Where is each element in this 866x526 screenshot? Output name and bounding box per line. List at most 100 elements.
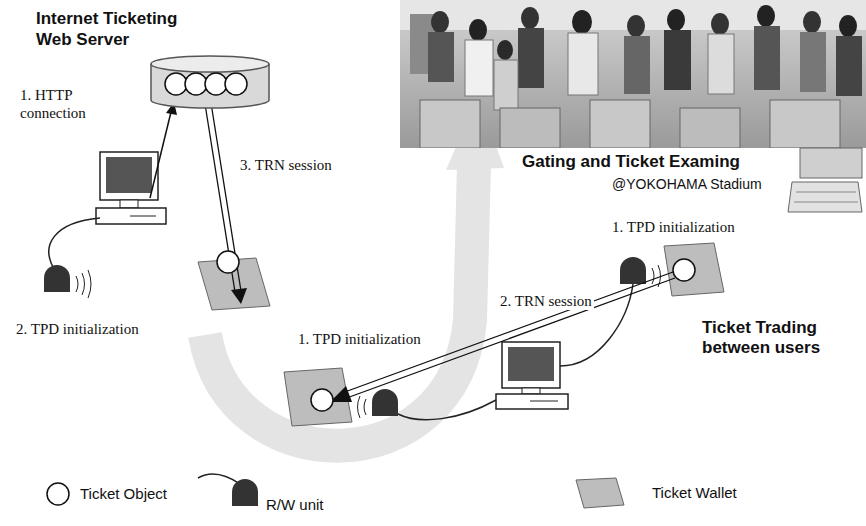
stadium-photo (494, 60, 518, 110)
legend-sample (232, 479, 258, 506)
stadium-photo (839, 15, 857, 37)
stadium-photo (431, 11, 449, 33)
trn-arrow (205, 103, 247, 304)
pc-terminal (100, 152, 158, 200)
stadium-photo (521, 7, 539, 29)
stadium-photo (836, 36, 862, 96)
stadium-photo (465, 40, 493, 96)
trn-arrow (231, 288, 247, 304)
rw-unit (358, 396, 361, 418)
http-arrow (150, 102, 177, 198)
ticket-object (225, 73, 247, 95)
gate-machine (788, 182, 862, 212)
rw-unit (44, 265, 70, 292)
step-label: 1. TPD initialization (296, 330, 423, 348)
stadium-photo (568, 33, 598, 95)
rw-unit (372, 389, 398, 416)
legend-sample (47, 483, 69, 505)
rw-unit (364, 399, 366, 415)
stadium-photo (428, 32, 454, 82)
stadium-photo (800, 32, 826, 92)
stadium-photo (627, 15, 645, 37)
ticket-wallet (284, 368, 352, 426)
ticket-wallet (664, 243, 724, 296)
ticket-object (205, 73, 227, 95)
step-label: 1. HTTP connection (18, 86, 110, 122)
place-name: @YOKOHAMA Stadium (612, 176, 762, 193)
stadium-photo (708, 34, 734, 94)
step-label: 2. TPD initialization (14, 320, 141, 338)
ticket-wallet (284, 368, 352, 426)
stadium-photo (518, 28, 544, 88)
stadium-photo (754, 26, 780, 90)
stadium-photo (711, 13, 729, 35)
stadium-photo (680, 108, 740, 148)
ticket-object (185, 73, 207, 95)
trn-arrow (311, 389, 333, 411)
server-title: Internet Ticketing Web Server (36, 8, 211, 51)
database-cylinder (151, 56, 269, 72)
stadium-photo (469, 19, 487, 41)
stadium-photo (770, 100, 840, 148)
stadium-photo (667, 9, 685, 31)
legend-sample (47, 474, 624, 508)
rw-unit (620, 257, 646, 284)
scene-title: Gating and Ticket Examing (522, 152, 740, 172)
stadium-photo (500, 108, 560, 148)
stadium-photo (400, 0, 866, 148)
gate-machine (796, 192, 856, 193)
pc-terminal (96, 208, 166, 224)
rw-unit (358, 389, 399, 418)
step-label: 3. TRN session (238, 156, 334, 174)
gate-machine (788, 148, 862, 212)
stadium-photo (803, 11, 821, 33)
pc-terminal (508, 347, 554, 381)
legend-sample (198, 474, 240, 484)
cable (398, 284, 633, 420)
rw-unit (620, 257, 661, 287)
rw-unit (652, 268, 654, 284)
pc-terminal (502, 342, 560, 388)
pc-terminal (120, 200, 138, 208)
legend-text: Ticket Wallet (652, 484, 737, 502)
pc-terminal (496, 394, 568, 409)
stadium-photo (400, 0, 866, 148)
pc-terminal (106, 157, 152, 193)
ticket-object (165, 73, 187, 95)
stadium-photo (624, 36, 650, 94)
stadium-photo (497, 40, 513, 60)
rw-unit (76, 276, 78, 292)
http-arrow (150, 112, 171, 198)
gate-machine (800, 148, 862, 178)
pc-terminal (96, 152, 166, 224)
legend-text: R/W unit (266, 496, 324, 514)
stadium-photo (420, 100, 480, 148)
cable (49, 218, 100, 272)
step-label: 1. TPD initialization (610, 218, 737, 236)
stadium-photo (572, 10, 592, 34)
database-cylinder (148, 54, 272, 110)
gate-machine (794, 202, 858, 203)
scene-title: Ticket Trading between users (702, 318, 860, 359)
step-label: 2. TRN session (498, 292, 594, 310)
legend-text: Ticket Object (80, 485, 167, 503)
trn-arrow (217, 251, 239, 273)
rw-unit (44, 265, 91, 298)
pc-terminal (130, 216, 156, 217)
stadium-photo (757, 5, 775, 27)
rw-unit (88, 270, 91, 298)
pc-terminal (530, 401, 558, 402)
cable (49, 218, 100, 272)
pc-terminal (496, 342, 568, 409)
ticket-wallet (673, 259, 695, 281)
trn-arrow (211, 103, 241, 291)
ticket-wallet (664, 243, 724, 296)
rw-unit (82, 273, 85, 295)
legend-sample (576, 478, 624, 508)
stadium-photo (664, 30, 691, 90)
stadium-photo (590, 100, 650, 148)
cable (398, 400, 496, 420)
pc-terminal (522, 388, 540, 394)
